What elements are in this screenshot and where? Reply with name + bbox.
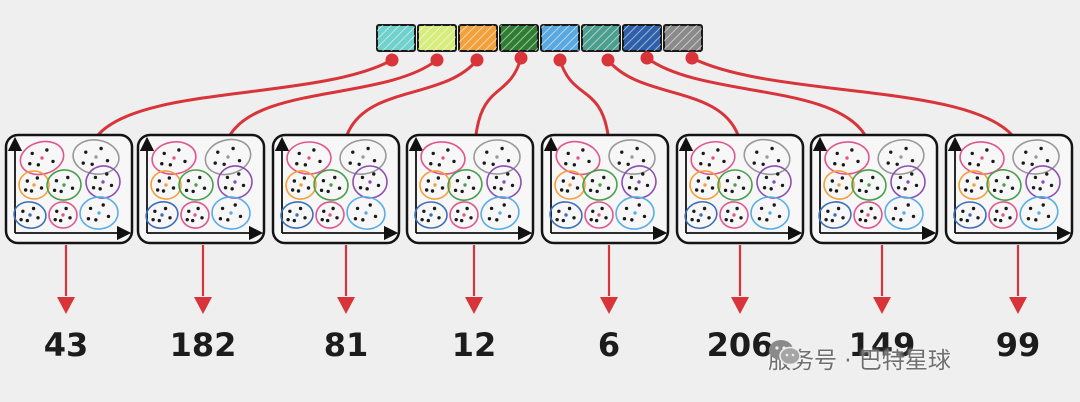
code-cell [458, 24, 498, 52]
output-value: 149 [848, 326, 916, 364]
connector-dot [470, 53, 484, 67]
connector-dot [553, 53, 567, 67]
code-cell [622, 24, 662, 52]
connector-curve [690, 56, 1014, 137]
connector-curve [645, 56, 867, 137]
output-arrow [57, 245, 75, 314]
output-arrow [873, 245, 891, 314]
cluster-panel [136, 133, 266, 245]
connector-curve [558, 58, 610, 137]
output-arrow [465, 245, 483, 314]
connector-dot [685, 51, 699, 65]
connector-curve [345, 58, 479, 137]
cluster-panel [675, 133, 805, 245]
output-arrow [1009, 245, 1027, 314]
connector-curve [96, 58, 394, 137]
output-value: 43 [43, 326, 89, 364]
connector-curve [474, 56, 523, 137]
cluster-panel [405, 133, 535, 245]
code-cell [581, 24, 621, 52]
connector-curve [228, 58, 439, 137]
connector-dot [601, 53, 615, 67]
wechat-logo-icon [769, 340, 801, 366]
cluster-panel [944, 133, 1074, 245]
connector-curve [606, 58, 740, 137]
code-cell [663, 24, 703, 52]
output-arrow [337, 245, 355, 314]
cluster-panel [271, 133, 401, 245]
output-arrow [731, 245, 749, 314]
output-arrow [194, 245, 212, 314]
output-value: 6 [597, 326, 621, 364]
connector-dot [385, 53, 399, 67]
code-cell [376, 24, 416, 52]
output-value: 12 [451, 326, 497, 364]
watermark: 服务号 · 巴特星球 [768, 338, 951, 378]
code-cell [417, 24, 457, 52]
code-cell [540, 24, 580, 52]
output-value: 206 [706, 326, 774, 364]
output-value: 99 [995, 326, 1041, 364]
cluster-panel [809, 133, 939, 245]
cluster-panel [540, 133, 670, 245]
connector-dot [514, 51, 528, 65]
output-value: 182 [169, 326, 237, 364]
output-arrow [600, 245, 618, 314]
code-cell [499, 24, 539, 52]
output-value: 81 [323, 326, 369, 364]
connector-dot [640, 51, 654, 65]
cluster-panel [4, 133, 134, 245]
connector-dot [430, 53, 444, 67]
